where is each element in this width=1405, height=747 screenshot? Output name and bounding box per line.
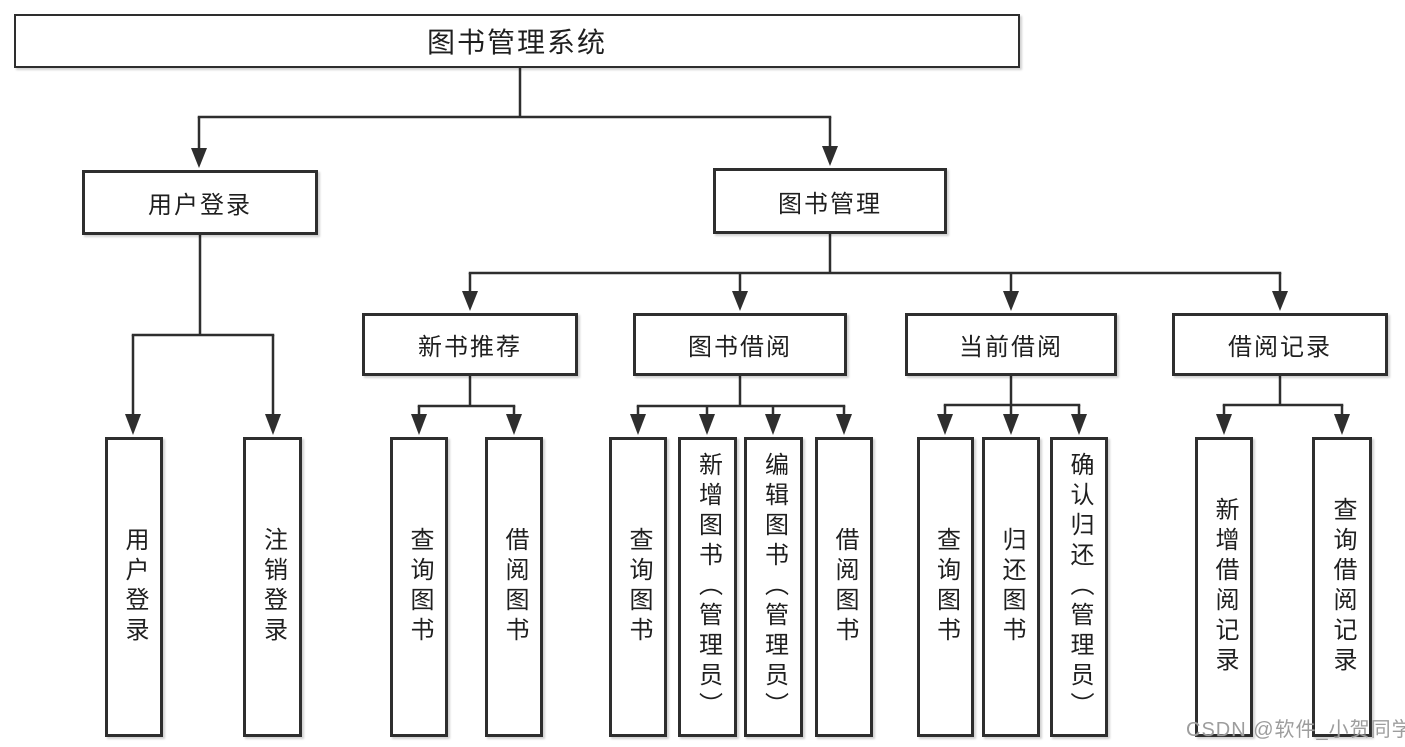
leaf-query-borrow-record: 查询借阅记录	[1312, 437, 1372, 737]
leaf-add-borrow-record: 新增借阅记录	[1195, 437, 1253, 737]
node-user-login: 用户登录	[82, 170, 318, 235]
node-current-borrow: 当前借阅	[905, 313, 1117, 376]
leaf-query-books-2: 查询图书	[609, 437, 667, 737]
leaf-edit-book-admin: 编辑图书（管理员）	[744, 437, 803, 737]
leaf-borrow-books-1: 借阅图书	[485, 437, 543, 737]
leaf-user-login: 用户登录	[105, 437, 163, 737]
csdn-watermark: CSDN @软件_小贺同学	[1186, 719, 1405, 741]
node-book-mgmt: 图书管理	[713, 168, 947, 234]
leaf-return-book: 归还图书	[982, 437, 1040, 737]
leaf-confirm-return-admin: 确认归还（管理员）	[1050, 437, 1108, 737]
node-root: 图书管理系统	[14, 14, 1020, 68]
node-new-book-recommend: 新书推荐	[362, 313, 578, 376]
leaf-borrow-books-2: 借阅图书	[815, 437, 873, 737]
node-book-borrow: 图书借阅	[633, 313, 847, 376]
node-borrow-records: 借阅记录	[1172, 313, 1388, 376]
leaf-query-books-3: 查询图书	[917, 437, 974, 737]
leaf-add-book-admin: 新增图书（管理员）	[678, 437, 737, 737]
leaf-logout: 注销登录	[243, 437, 302, 737]
leaf-query-books-1: 查询图书	[390, 437, 448, 737]
